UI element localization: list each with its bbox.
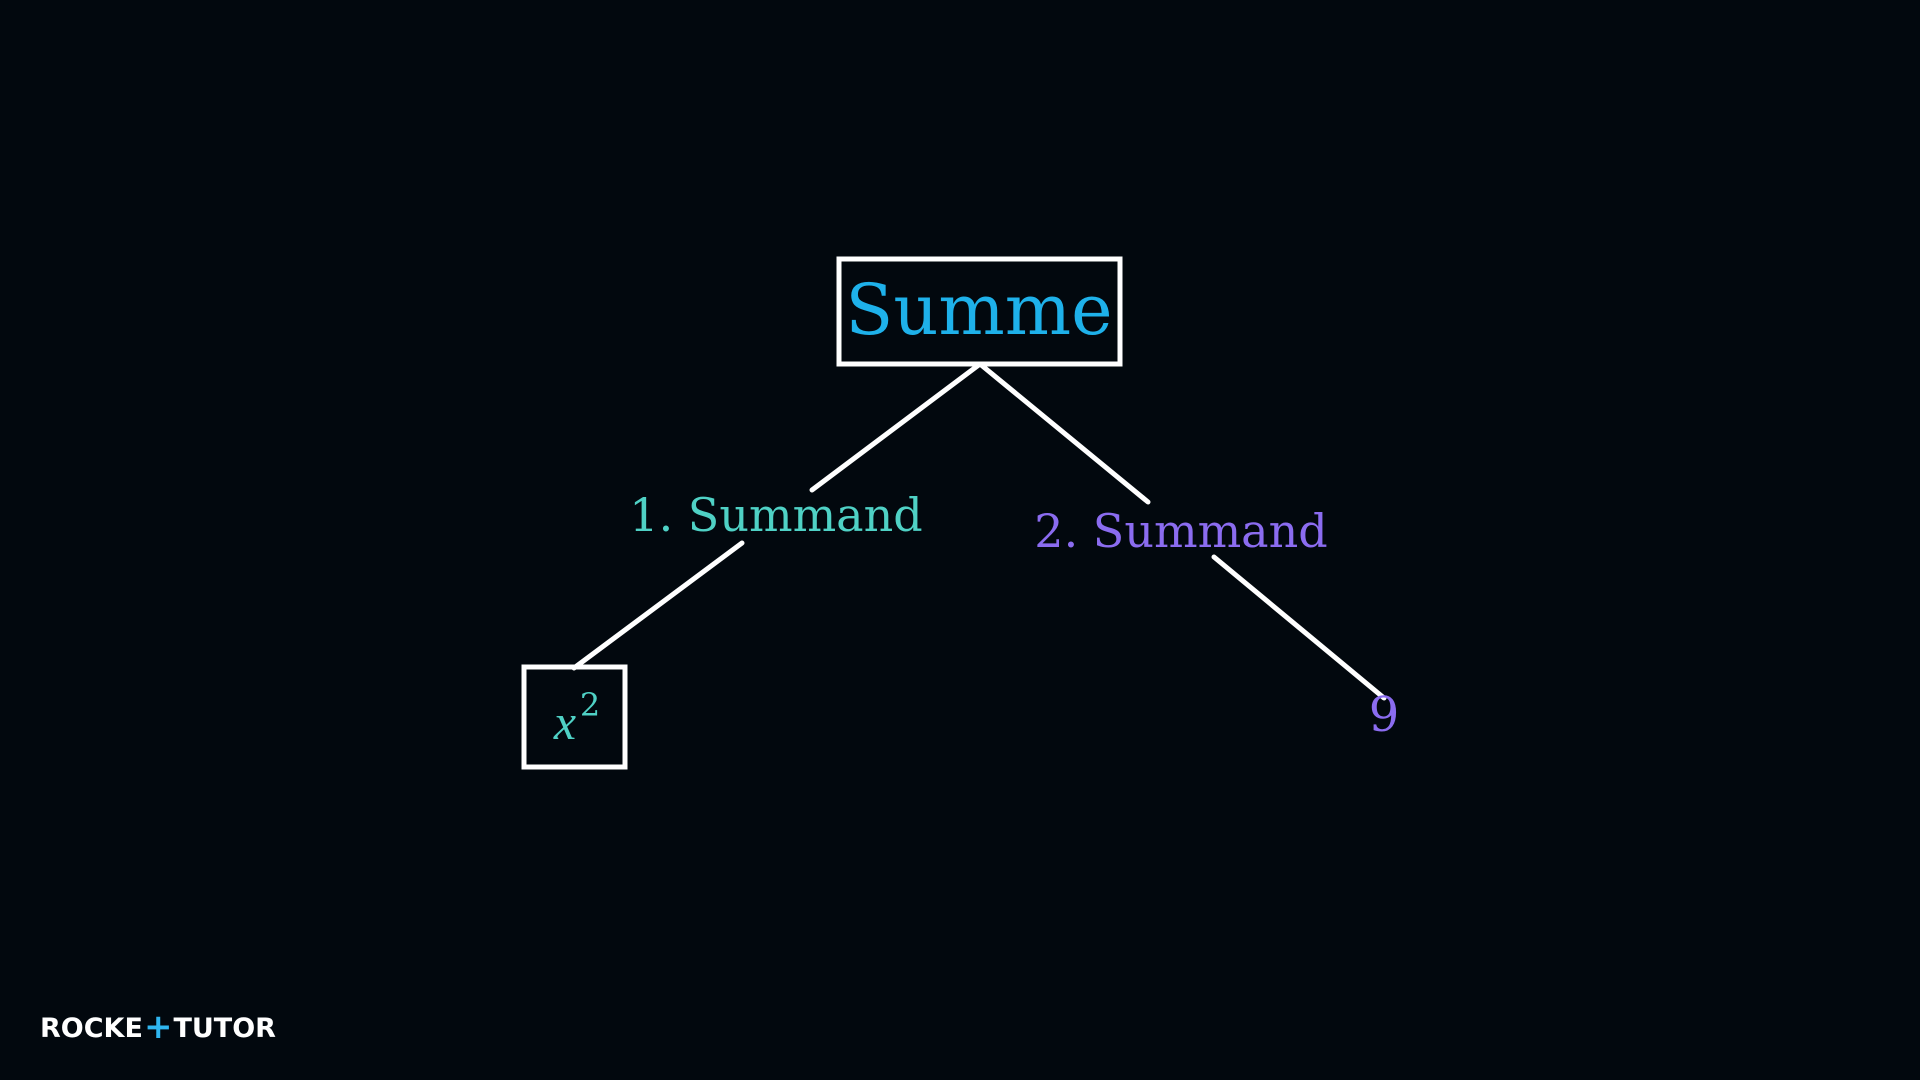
second-summand-label: 2. Summand (1034, 504, 1327, 558)
logo-text-part1: ROCKE (40, 1012, 143, 1044)
first-summand-label: 1. Summand (629, 488, 922, 542)
root-node-box (836, 256, 1123, 367)
left-branch-line-lower (571, 540, 745, 671)
root-node-label: Summe (845, 269, 1112, 351)
left-leaf-box (521, 664, 628, 770)
logo-text-part3: R (255, 1012, 276, 1044)
logo-text-part2: TUTO (173, 1012, 256, 1044)
left-leaf-base: x (553, 694, 576, 750)
logo-plus-icon: + (143, 1007, 173, 1047)
left-leaf-exponent: 2 (580, 686, 600, 724)
right-branch-line-lower (1211, 554, 1387, 701)
left-branch-line-upper (809, 361, 983, 493)
right-leaf-value: 9 (1369, 687, 1400, 743)
right-branch-line-upper (977, 361, 1151, 505)
